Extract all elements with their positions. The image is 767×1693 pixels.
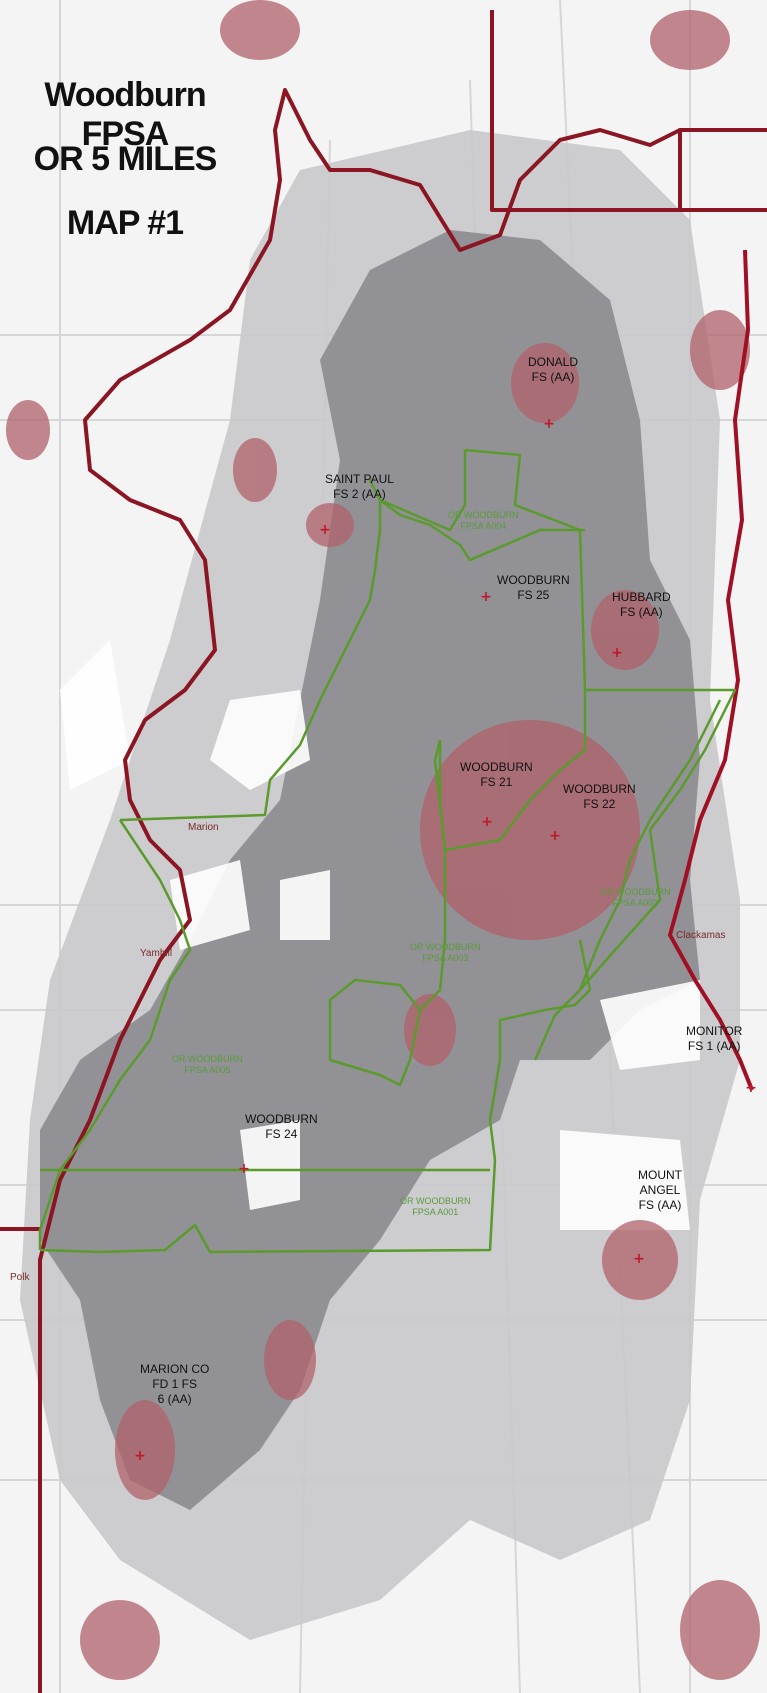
fpsa-label-line: OR WOODBURN [400, 1196, 471, 1206]
fire-station-marker-icon[interactable]: + [549, 828, 561, 844]
county-boundaries [0, 10, 767, 1693]
station-name-2: ANGEL [639, 1183, 681, 1197]
fire-station-marker-icon[interactable]: + [745, 1080, 757, 1096]
fpsa-label-line: OR WOODBURN [600, 887, 671, 897]
coverage-gaps [60, 640, 700, 1230]
fire-station-marker-icon[interactable]: + [633, 1251, 645, 1267]
station-name: DONALD [528, 355, 579, 369]
station-woodburn-fs21[interactable]: WOODBURN FS 21 [460, 760, 533, 790]
station-name: WOODBURN [497, 573, 570, 587]
station-code: FS (AA) [638, 1198, 682, 1212]
station-code: FS 22 [583, 797, 616, 811]
fpsa-label-line: FPSA A004 [460, 521, 507, 531]
fpsa-label-line: FPSA A001 [412, 1207, 459, 1217]
coverage-dark-zone [40, 230, 700, 1510]
station-name-2: FD 1 FS [152, 1377, 197, 1391]
county-label-yamhill: Yamhill [140, 948, 173, 959]
fire-station-marker-icon[interactable]: + [238, 1161, 250, 1177]
station-code: FS 25 [517, 588, 550, 602]
station-name: SAINT PAUL [325, 472, 394, 486]
station-woodburn-fs22[interactable]: WOODBURN FS 22 [563, 782, 636, 812]
fpsa-label-a003[interactable]: OR WOODBURN FPSA A003 [410, 942, 481, 964]
fpsa-label-line: FPSA A003 [422, 953, 469, 963]
station-name: WOODBURN [563, 782, 636, 796]
station-code: FS 21 [480, 775, 513, 789]
station-donald[interactable]: DONALD FS (AA) [528, 355, 578, 385]
station-code: FS 2 (AA) [333, 487, 386, 501]
station-name: MOUNT [638, 1168, 682, 1182]
station-code: FS (AA) [620, 605, 663, 619]
fire-station-marker-icon[interactable]: + [543, 416, 555, 432]
fpsa-label-line: OR WOODBURN [410, 942, 481, 952]
station-monitor[interactable]: MONITOR FS 1 (AA) [686, 1024, 742, 1054]
fpsa-label-line: OR WOODBURN [172, 1054, 243, 1064]
fpsa-label-a004[interactable]: OR WOODBURN FPSA A004 [448, 510, 519, 532]
fpsa-label-a002[interactable]: OR WOODBURN FPSA A002 [600, 887, 671, 909]
fire-station-marker-icon[interactable]: + [134, 1448, 146, 1464]
station-woodburn-fs25[interactable]: WOODBURN FS 25 [497, 573, 570, 603]
station-mount-angel[interactable]: MOUNT ANGEL FS (AA) [638, 1168, 682, 1213]
county-label-marion: Marion [188, 822, 219, 833]
fire-station-marker-icon[interactable]: + [611, 645, 623, 661]
fire-station-marker-icon[interactable]: + [480, 589, 492, 605]
fpsa-label-line: FPSA A005 [184, 1065, 231, 1075]
fpsa-boundaries [38, 448, 737, 1254]
station-code: FS (AA) [531, 370, 575, 384]
fpsa-label-line: OR WOODBURN [448, 510, 519, 520]
station-saint-paul[interactable]: SAINT PAUL FS 2 (AA) [325, 472, 394, 502]
station-name: MONITOR [686, 1024, 743, 1038]
station-code: 6 (AA) [157, 1392, 192, 1406]
fire-station-marker-icon[interactable]: + [319, 522, 331, 538]
county-label-clackamas: Clackamas [676, 930, 726, 941]
fpsa-label-a001[interactable]: OR WOODBURN FPSA A001 [400, 1196, 471, 1218]
map-title-line-3: MAP #1 [66, 204, 184, 242]
fire-station-marker-icon[interactable]: + [481, 814, 493, 830]
station-name: WOODBURN [245, 1112, 318, 1126]
station-code: FS 1 (AA) [687, 1039, 741, 1053]
station-name: MARION CO [140, 1362, 210, 1376]
station-halos [6, 0, 760, 1680]
station-woodburn-fs24[interactable]: WOODBURN FS 24 [245, 1112, 318, 1142]
clackamas-boundary [667, 249, 754, 1091]
station-name: WOODBURN [460, 760, 533, 774]
fpsa-label-a005[interactable]: OR WOODBURN FPSA A005 [172, 1054, 243, 1076]
fpsa-label-line: FPSA A002 [612, 898, 659, 908]
map-title-line-2: OR 5 MILES [33, 140, 218, 178]
station-name: HUBBARD [612, 590, 671, 604]
map-title-line-1: Woodburn FPSA [44, 76, 206, 153]
station-hubbard[interactable]: HUBBARD FS (AA) [612, 590, 671, 620]
station-marion-co[interactable]: MARION CO FD 1 FS 6 (AA) [140, 1362, 209, 1407]
county-label-polk: Polk [10, 1272, 30, 1283]
station-code: FS 24 [265, 1127, 298, 1141]
